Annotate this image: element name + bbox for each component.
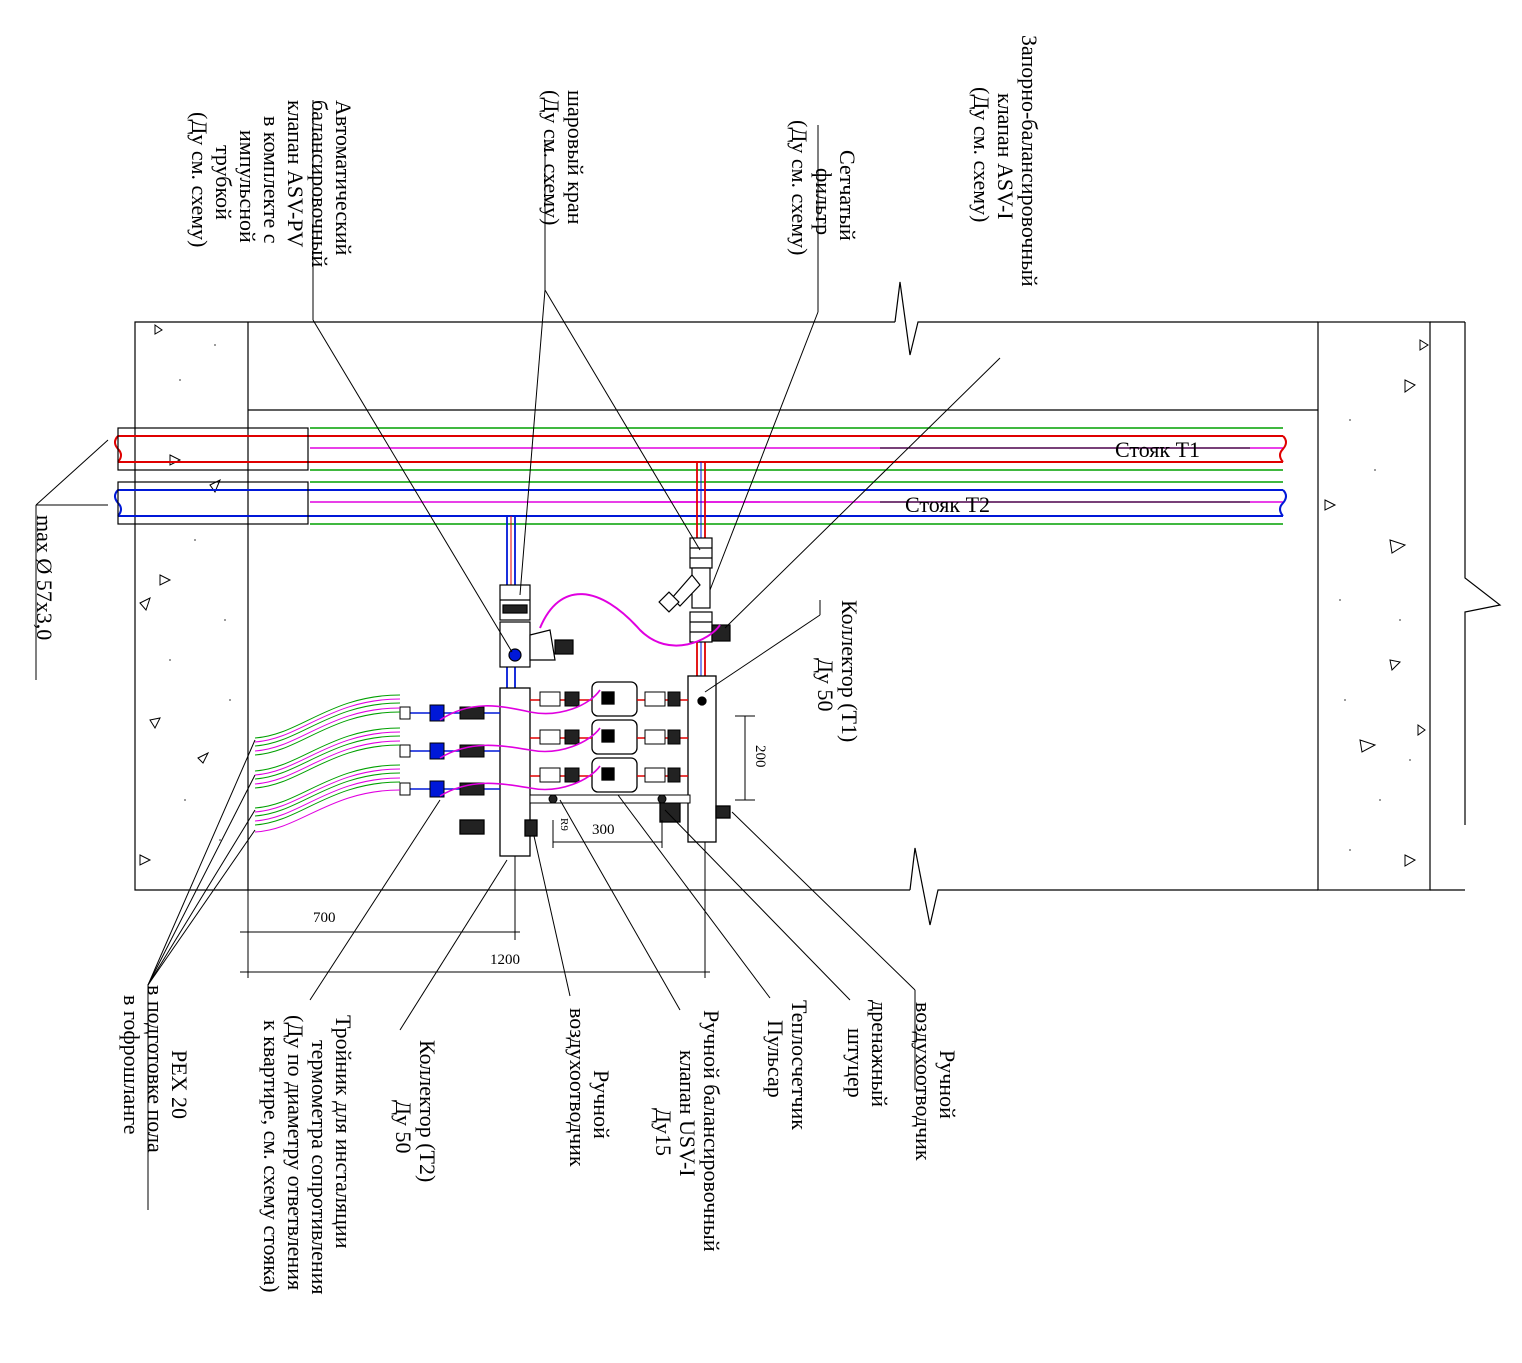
ball-valve bbox=[499, 584, 531, 621]
label-filter-line3: (Ду см. схему) bbox=[787, 120, 812, 255]
label-filter-line2: фильтр bbox=[811, 168, 836, 235]
dimension-lines bbox=[240, 715, 755, 978]
label-collector-t1-line1: Коллектор (Т1) bbox=[837, 600, 862, 742]
impulse-tube bbox=[539, 593, 721, 647]
riser-t1 bbox=[114, 427, 1287, 471]
impulse-branches bbox=[439, 689, 601, 797]
label-air-vent-2-line1: Ручной bbox=[589, 1070, 614, 1139]
label-ball-valve-line1: шаровый кран bbox=[563, 90, 588, 225]
label-asv-pv-line2: балансировочный bbox=[307, 100, 332, 267]
label-asv-pv-line7: (Ду см. схему) bbox=[187, 112, 212, 247]
label-heat-meter-line2: Пульсар bbox=[763, 1020, 788, 1098]
label-pipe-max: max Ø 57x3,0 bbox=[32, 515, 57, 640]
label-drain-line1: дренажный bbox=[867, 1000, 892, 1107]
label-asv-pv-line1: Автоматический bbox=[331, 100, 356, 256]
asv-i-valve bbox=[689, 537, 713, 569]
label-asv-pv-line4: в комплекте с bbox=[259, 116, 284, 244]
heat-meters bbox=[591, 681, 638, 793]
label-asv-i-line3: (Ду см. схему) bbox=[969, 87, 994, 222]
wall-outline bbox=[134, 281, 1502, 926]
label-usv-i-line1: Ручной балансировочный bbox=[699, 1010, 724, 1252]
label-filter-line1: Сетчатый bbox=[835, 150, 860, 241]
label-asv-i-line2: клапан ASV-I bbox=[993, 93, 1018, 220]
label-riser-t2: Стояк Т2 bbox=[905, 492, 990, 517]
label-collector-t1-line2: Ду 50 bbox=[813, 658, 838, 712]
concrete-dots bbox=[169, 344, 1411, 851]
dim-r9: R9 bbox=[558, 818, 570, 831]
outlet-valves bbox=[399, 691, 691, 804]
label-asv-pv-line3: клапан ASV-PV bbox=[283, 100, 308, 248]
pex-pipes bbox=[254, 694, 401, 833]
label-tee-line3: (Ду по диаметру ответвления bbox=[283, 1015, 308, 1290]
dim-300: 300 bbox=[592, 822, 615, 838]
label-asv-i-line1: Запорно-балансировочный bbox=[1017, 35, 1042, 287]
label-asv-pv-line5: импульсной bbox=[235, 130, 260, 243]
label-air-vent-1-line2: воздухоотводчик bbox=[911, 1002, 936, 1161]
label-usv-i-line2: клапан USV-I bbox=[675, 1050, 700, 1177]
dim-1200: 1200 bbox=[490, 952, 520, 968]
leader-lines bbox=[35, 100, 1001, 1210]
asv-pv-valve bbox=[499, 621, 574, 668]
label-air-vent-1-line1: Ручной bbox=[935, 1050, 960, 1119]
label-usv-i-line3: Ду15 bbox=[651, 1108, 676, 1156]
label-tee-line1: Тройник для инсталяции bbox=[331, 1015, 356, 1249]
dim-700: 700 bbox=[313, 910, 336, 926]
label-pex-line3: в гофрошланге bbox=[119, 995, 144, 1135]
strainer-filter bbox=[658, 567, 731, 643]
label-asv-pv-line6: трубкой bbox=[211, 145, 236, 220]
label-drain-line2: штуцер bbox=[843, 1028, 868, 1098]
label-air-vent-2-line2: воздухоотводчик bbox=[565, 1008, 590, 1167]
concrete-hatch bbox=[139, 324, 1429, 867]
supply-branch bbox=[696, 462, 706, 680]
label-collector-t2-line1: Коллектор (Т2) bbox=[415, 1040, 440, 1182]
label-heat-meter-line1: Теплосчетчик bbox=[787, 1000, 812, 1130]
label-collector-t2-line2: Ду 50 bbox=[391, 1100, 416, 1154]
label-tee-line4: к квартире, см. схему стояка) bbox=[259, 1020, 284, 1293]
label-ball-valve-line2: (Ду см. схему) bbox=[539, 90, 564, 225]
label-pex-line1: PEX 20 bbox=[167, 1050, 192, 1119]
dim-200: 200 bbox=[752, 745, 768, 768]
collector-t2 bbox=[459, 687, 538, 857]
label-tee-line2: термометра сопротивления bbox=[307, 1040, 332, 1295]
label-riser-t1: Стояк Т1 bbox=[1115, 437, 1200, 462]
label-pex-line2: в подготовке пола bbox=[143, 985, 168, 1153]
collector-t1 bbox=[659, 675, 731, 843]
return-branch bbox=[506, 516, 516, 690]
